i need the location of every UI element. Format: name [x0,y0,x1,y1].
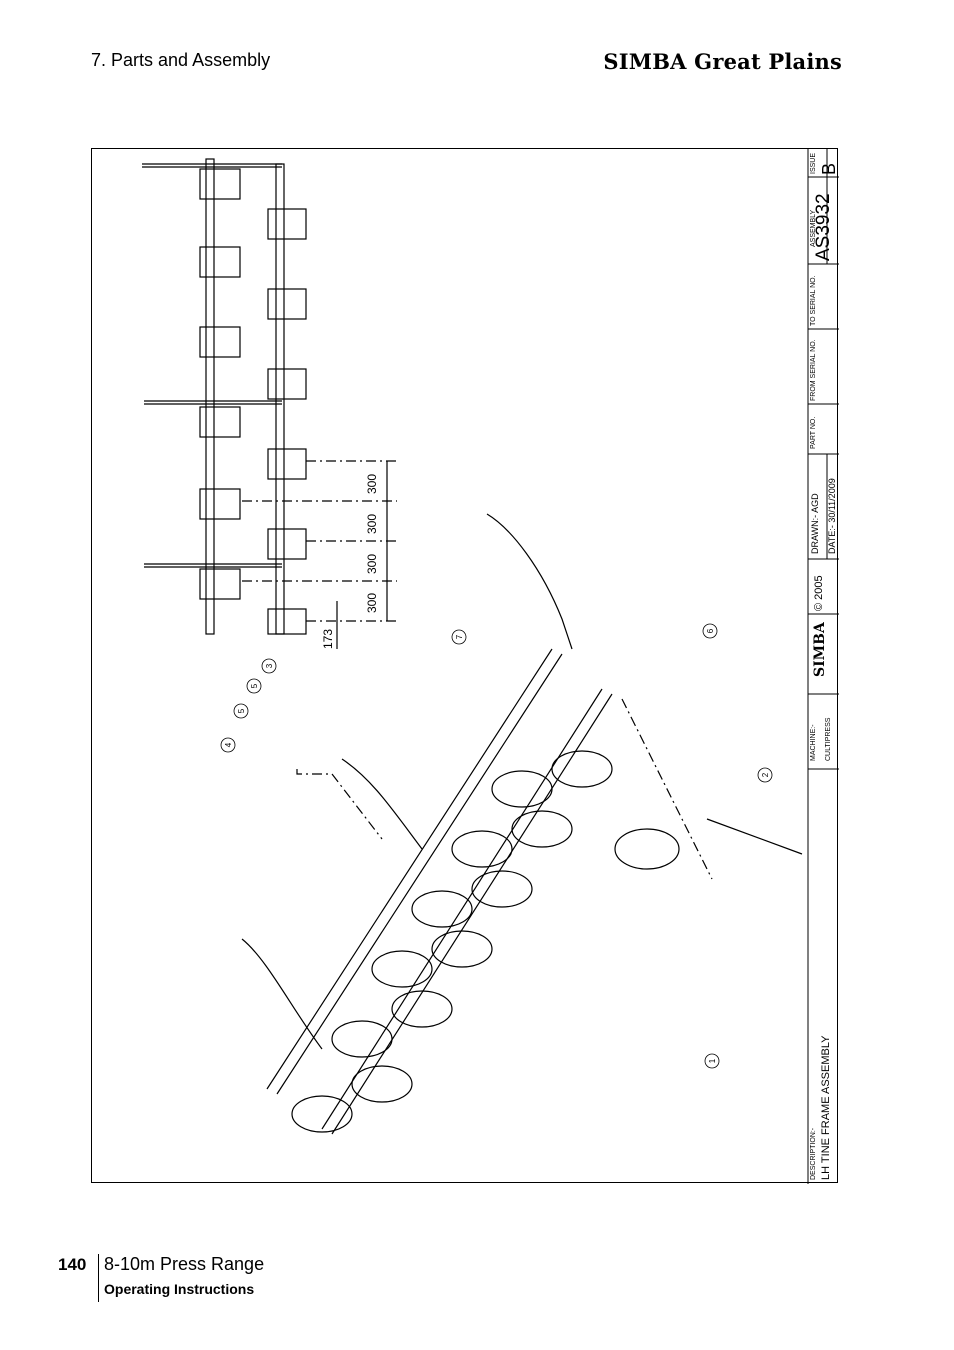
description-label: DESCRIPTION:- [810,1127,817,1180]
balloon-4: 4 [224,742,233,747]
dimension-300-c: 300 [365,554,379,574]
balloon-3: 3 [265,663,274,668]
assembly-number: AS3932 [813,193,834,261]
footer-title: 8-10m Press Range [104,1254,265,1274]
drawing-frame: 300 300 300 300 173 1 2 3 4 5 5 6 7 [91,148,839,1184]
simba-logo: SIMBA [812,622,828,677]
drawing-date: DATE:- 30/11/2009 [827,478,837,554]
plan-view [142,158,397,649]
machine-label: MACHINE:- [810,724,817,761]
issue-label: ISSUE [810,152,817,174]
isometric-view [241,513,803,1135]
balloon-5a: 5 [237,708,246,713]
footer-subtitle: Operating Instructions [104,1281,255,1297]
technical-drawing: 300 300 300 300 173 1 2 3 4 5 5 6 7 [142,149,839,1184]
balloon-2: 2 [761,772,770,777]
brand-logo: SIMBA Great Plains [603,49,842,74]
balloon-6: 6 [706,628,715,633]
dimension-300-b: 300 [365,514,379,534]
dimension-300-a: 300 [365,474,379,494]
part-no-label: PART NO. [810,416,817,449]
balloon-labels: 1 2 3 4 5 5 6 7 [224,628,770,1063]
section-title: 7. Parts and Assembly [91,50,271,70]
drawn-by: DRAWN:- AGD [810,493,820,554]
to-serial-label: TO SERIAL NO. [810,275,817,326]
page-number: 140 [58,1255,87,1274]
issue-value: B [819,162,839,175]
balloon-7: 7 [455,634,464,639]
dimension-173: 173 [321,629,335,649]
machine-name: CULTIPRESS [825,717,832,761]
from-serial-label: FROM SERIAL NO. [810,339,817,401]
balloon-1: 1 [708,1058,717,1063]
description: LH TINE FRAME ASSEMBLY [820,1035,832,1180]
footer-divider [98,1254,99,1302]
dimension-300-d: 300 [365,593,379,613]
balloon-5b: 5 [250,683,259,688]
copyright: © 2005 [813,575,825,611]
dimension-labels: 300 300 300 300 173 [321,474,379,649]
